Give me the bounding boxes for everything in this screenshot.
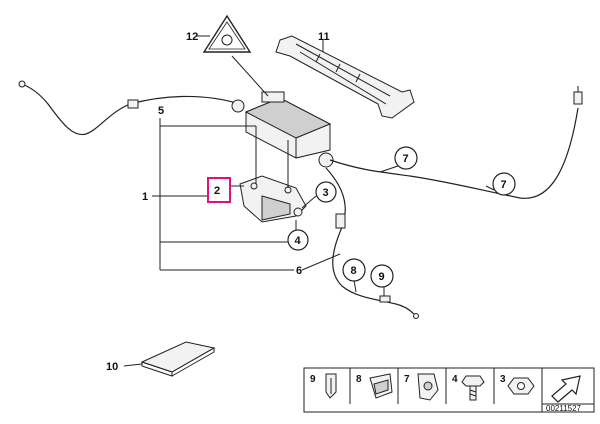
grease-packet xyxy=(140,341,216,377)
legend-num-4: 4 xyxy=(452,374,458,385)
left-cable-clip xyxy=(127,99,139,109)
callout-4: 4 xyxy=(287,229,309,251)
nut-icon xyxy=(507,377,535,395)
legend-num-8: 8 xyxy=(356,374,362,385)
svg-text:9: 9 xyxy=(379,271,385,283)
label-2: 2 xyxy=(214,185,220,197)
warning-label-triangle xyxy=(202,14,252,53)
label-5: 5 xyxy=(158,105,164,117)
label-11: 11 xyxy=(318,31,330,43)
right-cable xyxy=(329,107,579,199)
arrow-icon xyxy=(551,375,581,404)
actuator-bracket xyxy=(239,175,307,223)
left-cable-end xyxy=(18,80,26,88)
diagram-code: 00211527 xyxy=(546,404,582,413)
callout-8: 8 xyxy=(342,258,366,282)
actuator-left-grommet xyxy=(231,99,245,113)
svg-text:4: 4 xyxy=(295,235,302,247)
highlight-box-2 xyxy=(207,177,231,203)
legend-num-7: 7 xyxy=(404,374,410,385)
lower-cable xyxy=(325,167,415,315)
label-10: 10 xyxy=(106,361,118,373)
legend-strip: 9 8 7 4 3 xyxy=(303,367,595,413)
bracket-clip-icon xyxy=(369,373,393,399)
callout-9: 9 xyxy=(370,264,394,288)
lower-cable-grommet xyxy=(335,213,346,229)
cable-holder-icon xyxy=(417,373,439,401)
svg-text:8: 8 xyxy=(351,265,357,277)
callout-7a: 7 xyxy=(394,146,418,170)
svg-text:7: 7 xyxy=(403,153,409,165)
right-cable-end xyxy=(573,91,583,105)
label-1: 1 xyxy=(142,191,148,203)
clip-icon xyxy=(325,373,337,399)
legend-num-9: 9 xyxy=(310,374,316,385)
bolt-icon xyxy=(461,375,485,401)
reference-lines xyxy=(123,35,495,367)
svg-text:7: 7 xyxy=(501,179,507,191)
label-6: 6 xyxy=(296,265,302,277)
label-12: 12 xyxy=(186,31,198,43)
svg-text:3: 3 xyxy=(323,187,329,199)
actuator-right-grommet xyxy=(318,152,334,168)
emergency-release-handle xyxy=(275,35,415,119)
callout-7b: 7 xyxy=(492,172,516,196)
left-cable xyxy=(21,83,241,136)
parking-brake-actuator xyxy=(231,91,334,168)
legend-num-3: 3 xyxy=(500,374,506,385)
callout-3: 3 xyxy=(315,181,337,203)
bracket-nut xyxy=(293,207,303,217)
